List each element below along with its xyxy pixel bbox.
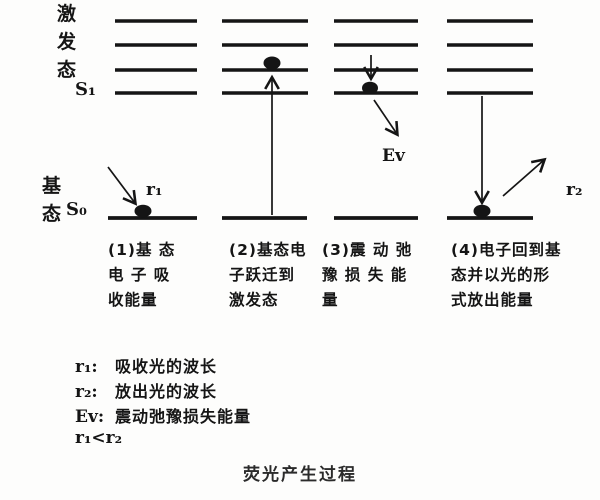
energy-levels-column-2 xyxy=(222,19,308,95)
legend-symbol: Ev: xyxy=(75,407,105,427)
step-caption-1: (1)基 态 电 子 吸 收能量 xyxy=(108,241,176,309)
r1-annotation: r₁ xyxy=(146,180,163,200)
legend-row-inequality: r₁<r₂ xyxy=(75,428,251,453)
process-arrows xyxy=(107,55,547,215)
ground-state-char: 基 xyxy=(42,175,62,197)
electron-dot-ground-1 xyxy=(134,204,152,218)
figure-title: 荧光产生过程 xyxy=(243,465,357,485)
excited-state-char: 态 xyxy=(57,59,77,81)
ground-state-char: 态 xyxy=(42,203,62,225)
excited-state-label: 激 发 态 xyxy=(57,0,76,84)
step-caption-4: (4)电子回到基 态并以光的形 式放出能量 xyxy=(451,241,562,309)
energy-levels-column-4 xyxy=(447,19,533,95)
absorption-arrow xyxy=(107,166,138,206)
legend: r₁: 吸收光的波长 r₂: 放出光的波长 Ev: 震动弛豫损失能量 r₁<r₂ xyxy=(75,353,251,453)
legend-text: 放出光的波长 xyxy=(115,382,218,401)
step-caption-2: (2)基态电 子跃迁到 激发态 xyxy=(229,241,307,309)
s1-level-label: S₁ xyxy=(75,79,96,100)
energy-levels-column-1 xyxy=(115,19,197,95)
s0-level-label: S₀ xyxy=(66,199,87,220)
legend-symbol: r₁: xyxy=(75,357,98,377)
excited-state-char: 激 xyxy=(57,3,77,25)
electron-dot-ground-4 xyxy=(473,204,491,218)
legend-row-r2: r₂: 放出光的波长 xyxy=(75,378,251,403)
electron-dot-s1-3 xyxy=(362,81,378,95)
legend-symbol: r₂: xyxy=(75,382,98,402)
relaxation-loss-arrow xyxy=(373,99,399,137)
emitted-light-arrow xyxy=(502,157,547,197)
legend-row-ev: Ev: 震动弛豫损失能量 xyxy=(75,403,251,428)
r2-annotation: r₂ xyxy=(566,180,583,200)
ev-annotation: Ev xyxy=(382,146,405,166)
electron-dot-excited-2 xyxy=(263,56,281,70)
ground-state-label: 基 态 xyxy=(42,172,61,228)
legend-symbol: r₁<r₂ xyxy=(75,428,123,448)
legend-text: 震动弛豫损失能量 xyxy=(115,407,252,426)
legend-row-r1: r₁: 吸收光的波长 xyxy=(75,353,251,378)
legend-text: 吸收光的波长 xyxy=(115,357,218,376)
energy-level-diagram-canvas xyxy=(107,19,547,220)
excited-state-char: 发 xyxy=(57,31,77,53)
energy-levels-column-3 xyxy=(334,19,418,95)
step-caption-3: (3)震 动 弛 豫 损 失 能 量 xyxy=(322,241,413,309)
